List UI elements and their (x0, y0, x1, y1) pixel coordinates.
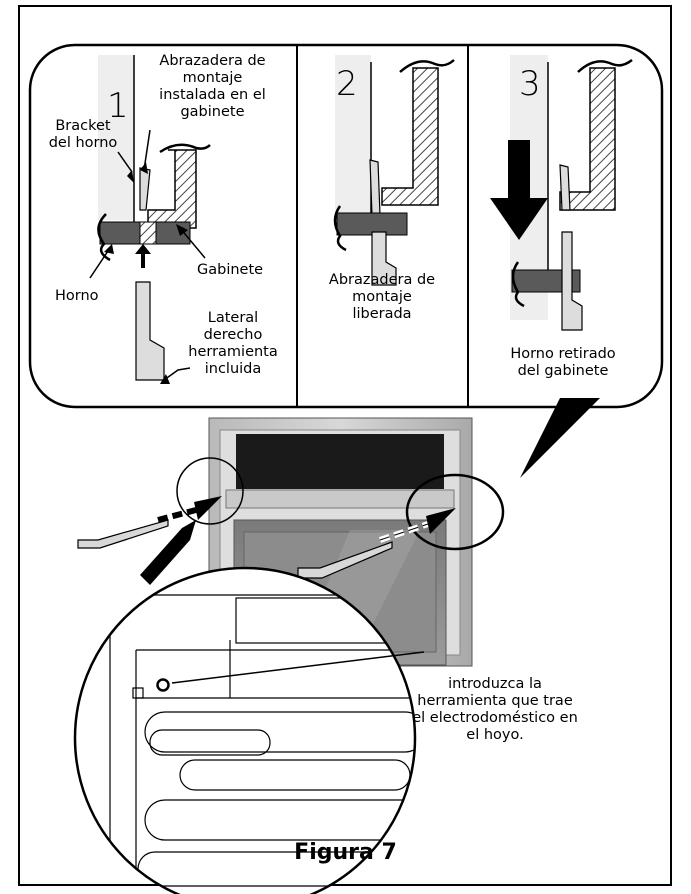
label-horno-retirado: Horno retirado del gabinete (510, 346, 616, 379)
label-bracket-horno: Bracket del horno (48, 118, 118, 151)
step3-number: 3 (519, 64, 541, 104)
tool-left-illustration (77, 496, 222, 549)
figure-frame (18, 5, 672, 886)
callout-pointer (520, 398, 600, 478)
label-instruccion: introduzca la herramienta que trae el el… (412, 676, 578, 743)
label-abrazadera-liberada: Abrazadera de montaje liberada (328, 272, 436, 322)
label-abrazadera-instalada: Abrazadera de montaje instalada en el ga… (159, 53, 266, 120)
label-gabinete: Gabinete (197, 262, 264, 278)
figure-caption: Figura 7 (294, 840, 397, 865)
oven-illustration (176, 417, 505, 667)
step1-number: 1 (107, 86, 129, 126)
zoom-arrow (140, 520, 196, 585)
step3-illustration (490, 55, 633, 331)
step1-illustration (89, 55, 211, 384)
step2-illustration (333, 55, 455, 286)
label-lateral-herramienta: Lateral derecho herramienta incluida (188, 310, 278, 377)
label-horno: Horno (55, 288, 99, 304)
step2-number: 2 (336, 64, 358, 104)
down-arrow-icon (490, 140, 548, 240)
detail-magnifier (73, 566, 425, 894)
